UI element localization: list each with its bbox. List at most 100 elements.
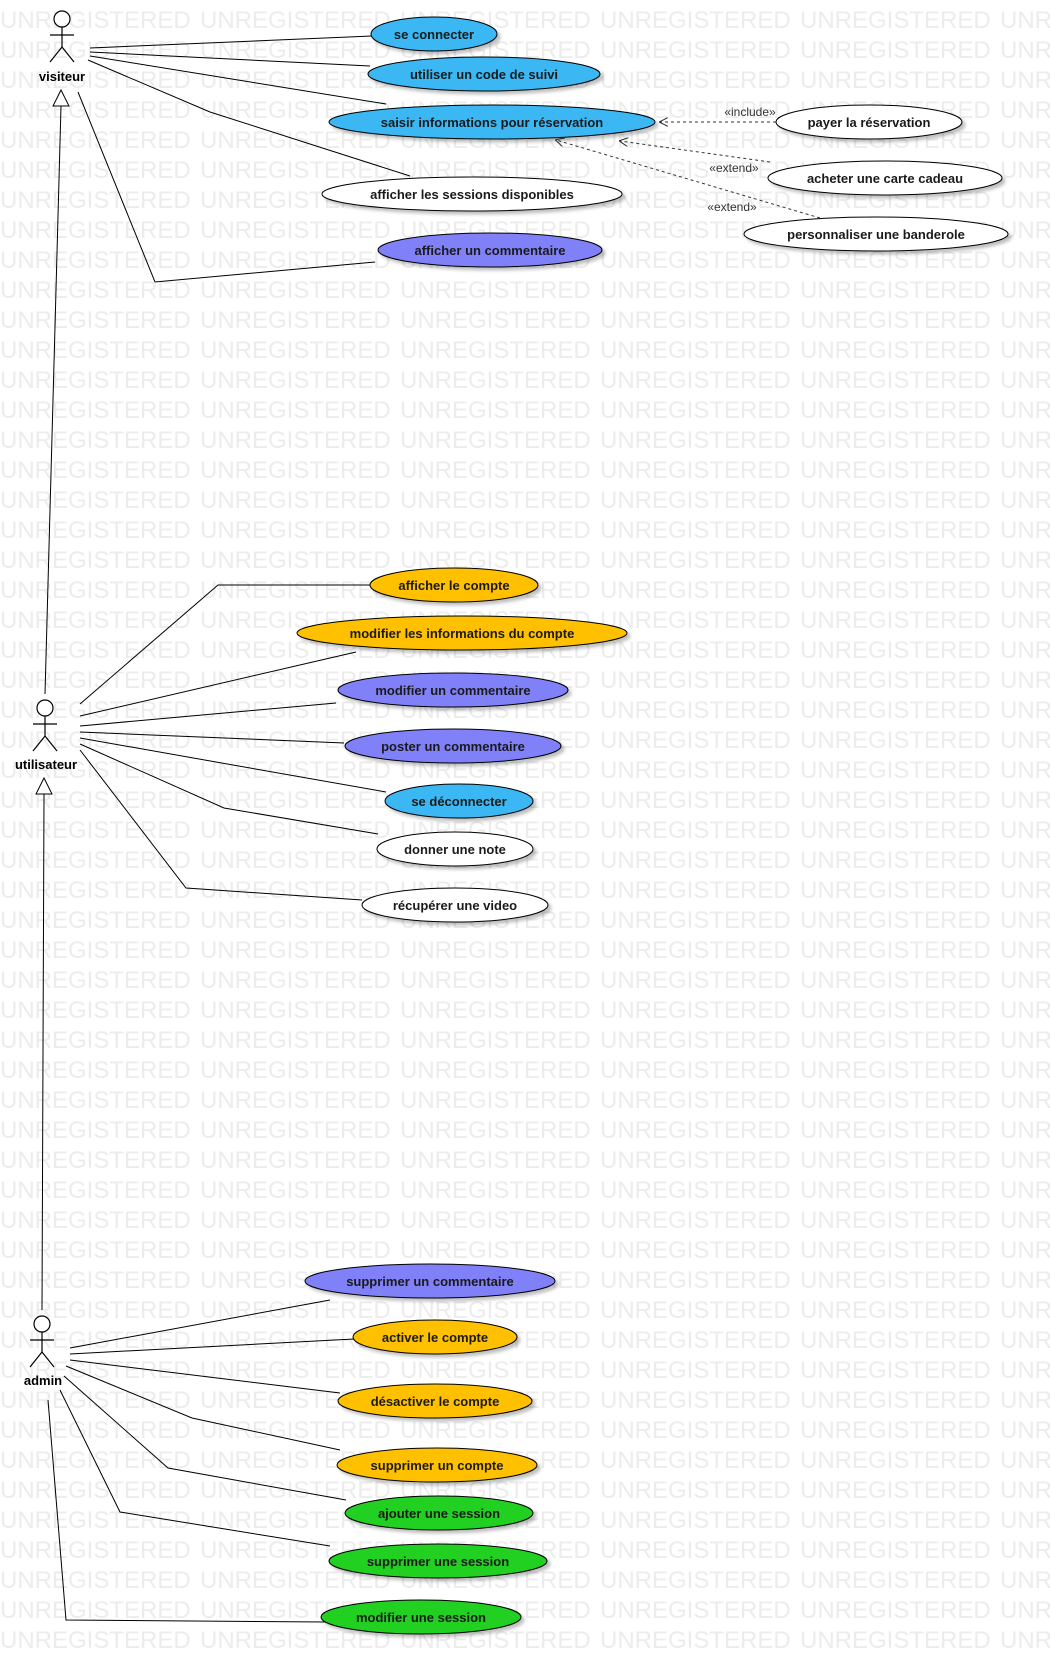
generalization-admin-utilisateur: [35, 776, 53, 1311]
watermark-text: UNREGISTERED: [1000, 1267, 1050, 1294]
use-case-modifier-commentaire[interactable]: modifier un commentaire: [337, 672, 569, 708]
watermark-text: UNREGISTERED: [0, 1537, 191, 1564]
watermark-text: UNREGISTERED: [0, 7, 191, 34]
actor-visiteur[interactable]: [49, 10, 75, 63]
watermark-text: UNREGISTERED: [800, 997, 991, 1024]
watermark-text: UNREGISTERED: [200, 307, 391, 334]
use-case-activer-compte[interactable]: activer le compte: [352, 1319, 518, 1355]
use-case-saisir-reservation[interactable]: saisir informations pour réservation: [328, 104, 656, 140]
watermark-text: UNREGISTERED: [600, 247, 791, 274]
watermark-text: UNREGISTERED: [1000, 1627, 1050, 1654]
watermark-text: UNREGISTERED: [600, 67, 791, 94]
watermark-text: UNREGISTERED: [800, 637, 991, 664]
extend-label-2: «extend»: [707, 200, 757, 214]
watermark-text: UNREGISTERED: [800, 307, 991, 334]
use-case-supprimer-session[interactable]: supprimer une session: [328, 1543, 548, 1579]
watermark-text: UNREGISTERED: [1000, 727, 1050, 754]
watermark-text: UNREGISTERED: [800, 1507, 991, 1534]
watermark-text: UNREGISTERED: [800, 517, 991, 544]
watermark-text: UNREGISTERED: [0, 1177, 191, 1204]
watermark-text: UNREGISTERED: [200, 757, 391, 784]
use-case-afficher-compte[interactable]: afficher le compte: [369, 567, 539, 603]
watermark-text: UNREGISTERED: [400, 277, 591, 304]
watermark-text: UNREGISTERED: [200, 577, 391, 604]
dependency-lines: [556, 122, 821, 219]
watermark-text: UNREGISTERED: [0, 1207, 191, 1234]
watermark-text: UNREGISTERED: [600, 757, 791, 784]
use-case-supprimer-compte[interactable]: supprimer un compte: [336, 1447, 538, 1483]
watermark-text: UNREGISTERED: [0, 1627, 191, 1654]
watermark-text: UNREGISTERED: [600, 427, 791, 454]
watermark-text: UNREGISTERED: [600, 547, 791, 574]
use-case-poster-commentaire[interactable]: poster un commentaire: [344, 728, 562, 764]
watermark-text: UNREGISTERED: [1000, 697, 1050, 724]
watermark-text: UNREGISTERED: [1000, 997, 1050, 1024]
use-case-recuperer-video[interactable]: récupérer une video: [361, 887, 549, 923]
use-case-modifier-infos-compte[interactable]: modifier les informations du compte: [296, 615, 628, 651]
use-case-afficher-sessions[interactable]: afficher les sessions disponibles: [321, 176, 623, 212]
use-case-carte-cadeau[interactable]: acheter une carte cadeau: [767, 160, 1003, 196]
watermark-text: UNREGISTERED: [600, 307, 791, 334]
actor-label-utilisateur: utilisateur: [15, 757, 77, 772]
watermark-text: UNREGISTERED: [1000, 907, 1050, 934]
watermark-text: UNREGISTERED: [400, 1057, 591, 1084]
svg-text:désactiver le compte: désactiver le compte: [371, 1394, 500, 1409]
actor-admin[interactable]: [29, 1315, 55, 1368]
watermark-text: UNREGISTERED: [600, 1147, 791, 1174]
watermark-text: UNREGISTERED: [1000, 1477, 1050, 1504]
watermark-text: UNREGISTERED: [800, 817, 991, 844]
use-case-payer-reservation[interactable]: payer la réservation: [775, 104, 963, 140]
watermark-text: UNREGISTERED: [600, 1057, 791, 1084]
watermark-text: UNREGISTERED: [400, 1117, 591, 1144]
use-case-donner-note[interactable]: donner une note: [376, 831, 534, 867]
watermark-text: UNREGISTERED: [0, 127, 191, 154]
watermark-text: UNREGISTERED: [800, 1237, 991, 1264]
watermark-text: UNREGISTERED: [1000, 877, 1050, 904]
watermark-text: UNREGISTERED: [1000, 7, 1050, 34]
watermark-text: UNREGISTERED: [200, 457, 391, 484]
watermark-text: UNREGISTERED: [1000, 127, 1050, 154]
watermark-text: UNREGISTERED: [0, 1057, 191, 1084]
svg-text:supprimer une session: supprimer une session: [367, 1554, 509, 1569]
use-case-modifier-session[interactable]: modifier une session: [320, 1599, 522, 1635]
watermark-text: UNREGISTERED: [1000, 1447, 1050, 1474]
use-case-ajouter-session[interactable]: ajouter une session: [344, 1495, 534, 1531]
watermark-text: UNREGISTERED: [400, 367, 591, 394]
watermark-text: UNREGISTERED: [1000, 97, 1050, 124]
associations-visiteur: [77, 35, 411, 283]
watermark-text: UNREGISTERED: [0, 1387, 191, 1414]
watermark-text: UNREGISTERED: [1000, 397, 1050, 424]
watermark-text: UNREGISTERED: [1000, 547, 1050, 574]
watermark-text: UNREGISTERED: [600, 637, 791, 664]
watermark-text: UNREGISTERED: [1000, 277, 1050, 304]
use-case-se-deconnecter[interactable]: se déconnecter: [384, 783, 534, 819]
watermark-text: UNREGISTERED: [800, 787, 991, 814]
use-case-desactiver-compte[interactable]: désactiver le compte: [337, 1383, 533, 1419]
use-case-banderole[interactable]: personnaliser une banderole: [743, 216, 1009, 252]
watermark-text: UNREGISTERED: [0, 1267, 191, 1294]
watermark-text: UNREGISTERED: [200, 1237, 391, 1264]
watermark-text: UNREGISTERED: [800, 397, 991, 424]
use-case-afficher-commentaire[interactable]: afficher un commentaire: [377, 232, 603, 268]
watermark-text: UNREGISTERED: [800, 457, 991, 484]
watermark-text: UNREGISTERED: [600, 1507, 791, 1534]
use-case-se-connecter[interactable]: se connecter: [370, 16, 498, 52]
watermark-text: UNREGISTERED: [1000, 757, 1050, 784]
watermark-text: UNREGISTERED: [0, 1417, 191, 1444]
svg-text:supprimer un commentaire: supprimer un commentaire: [346, 1274, 514, 1289]
use-case-supprimer-commentaire[interactable]: supprimer un commentaire: [304, 1263, 556, 1299]
watermark-text: UNREGISTERED: [800, 277, 991, 304]
watermark-text: UNREGISTERED: [800, 937, 991, 964]
watermark-text: UNREGISTERED: [800, 247, 991, 274]
actor-utilisateur[interactable]: [32, 699, 58, 752]
watermark-text: UNREGISTERED: [0, 337, 191, 364]
watermark-text: UNREGISTERED: [0, 157, 191, 184]
use-case-code-suivi[interactable]: utiliser un code de suivi: [367, 56, 601, 92]
watermark-text: UNREGISTERED: [0, 97, 191, 124]
actor-label-visiteur: visiteur: [39, 69, 85, 84]
watermark-text: UNREGISTERED: [600, 697, 791, 724]
watermark-text: UNREGISTERED: [200, 547, 391, 574]
watermark-text: UNREGISTERED: [200, 7, 391, 34]
watermark-text: UNREGISTERED: [800, 727, 991, 754]
